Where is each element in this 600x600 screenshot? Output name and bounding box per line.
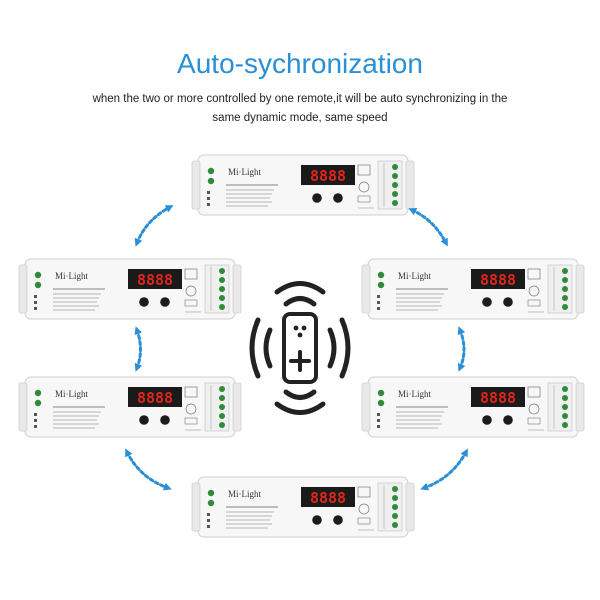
led-digits: 8888 xyxy=(137,389,173,407)
controller-bottom: Mi·Light 8888 xyxy=(191,476,415,538)
remote-group xyxy=(249,281,351,415)
sync-arrow-icon xyxy=(134,205,174,247)
led-display xyxy=(301,165,355,185)
sync-arrow-icon xyxy=(457,326,466,372)
controller-brand: Mi·Light xyxy=(55,389,88,399)
controller-top: Mi·Light 8888 xyxy=(191,154,415,216)
subtitle-line-1: when the two or more controlled by one r… xyxy=(92,93,508,105)
sync-arrow-icon xyxy=(420,448,468,491)
led-digits: 8888 xyxy=(480,271,516,289)
controller-brand: Mi·Light xyxy=(398,389,431,399)
controller-brand: Mi·Light xyxy=(228,489,261,499)
subtitle-line-2: same dynamic mode, same speed xyxy=(212,112,388,124)
subtitle: when the two or more controlled by one r… xyxy=(60,90,540,128)
sync-arrow-icon xyxy=(408,208,448,247)
led-digits: 8888 xyxy=(137,271,173,289)
controller-mid-right: Mi·Light 8888 xyxy=(361,258,585,320)
controller-brand: Mi·Light xyxy=(55,271,88,281)
led-display xyxy=(128,269,182,289)
remote-icon xyxy=(282,312,318,384)
led-digits: 8888 xyxy=(480,389,516,407)
controller-mid-left: Mi·Light 8888 xyxy=(18,258,242,320)
led-digits: 8888 xyxy=(310,167,346,185)
led-display xyxy=(128,387,182,407)
controller-low-left: Mi·Light 8888 xyxy=(18,376,242,438)
controller-brand: Mi·Light xyxy=(398,271,431,281)
controller-low-right: Mi·Light 8888 xyxy=(361,376,585,438)
page-title: Auto-sychronization xyxy=(177,48,423,79)
led-display xyxy=(471,269,525,289)
signal-wave-icon xyxy=(249,281,351,415)
led-digits: 8888 xyxy=(310,489,346,507)
sync-arrow-icon xyxy=(134,326,143,372)
led-display xyxy=(471,387,525,407)
led-display xyxy=(301,487,355,507)
controller-brand: Mi·Light xyxy=(228,167,261,177)
sync-arrow-icon xyxy=(125,448,172,491)
